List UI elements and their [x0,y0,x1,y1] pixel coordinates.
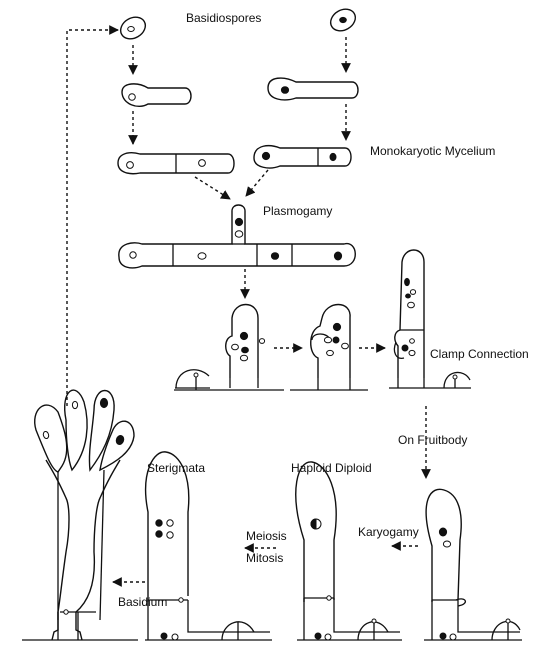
monokaryotic-hypha-left [118,153,234,174]
basidiospore-left [117,13,150,43]
dikaryotic-basidium [424,489,522,640]
label-meiosis: Meiosis [246,529,287,543]
label-on-fruitbody: On Fruitbody [398,433,467,447]
arrow-left-to-plasmogamy [195,177,230,199]
label-mitosis: Mitosis [246,551,283,565]
basidiospore-right [327,5,360,35]
basidium-four-nuclei [145,452,272,640]
dikaryon-cell-2 [290,305,368,391]
label-monokaryotic-mycelium: Monokaryotic Mycelium [370,144,495,158]
dikaryon-cell-1 [174,305,284,391]
label-sterigmata: Sterigmata [147,461,205,475]
monokaryotic-hypha-right [254,146,351,168]
diploid-basidium [296,462,402,640]
label-clamp-connection: Clamp Connection [430,347,529,361]
germinating-spore-right [268,78,358,100]
label-karyogamy: Karyogamy [358,525,419,539]
label-haploid-diploid: Haploid Diploid [291,461,372,475]
dikaryon-cell-3 [389,250,471,388]
label-basidium: Basidium [118,595,167,609]
arrow-right-to-plasmogamy [246,170,268,196]
arrow-cycle-return [67,30,118,406]
label-basidiospores: Basidiospores [186,11,261,25]
label-plasmogamy: Plasmogamy [263,204,332,218]
germinating-spore-left [122,84,191,106]
